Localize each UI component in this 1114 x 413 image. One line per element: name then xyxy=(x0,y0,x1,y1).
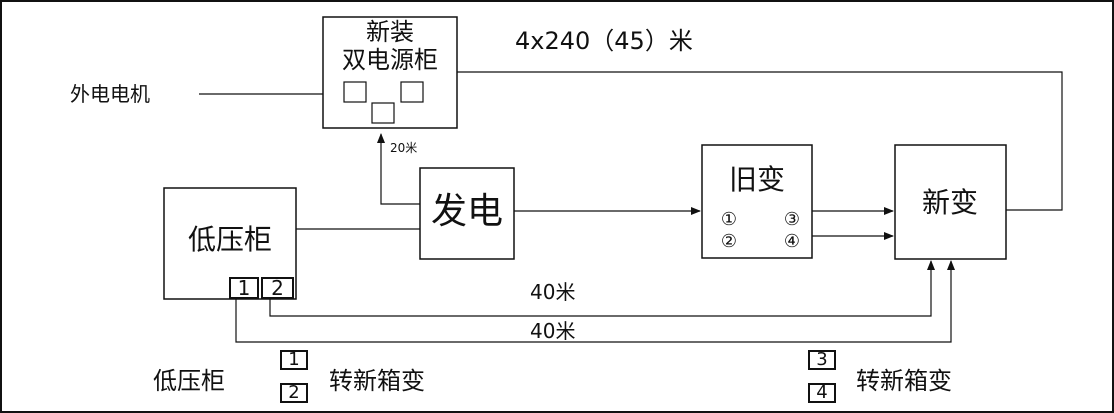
generator-label: 发电 xyxy=(430,191,504,232)
legend-left-prefix: 低压柜 xyxy=(153,367,225,395)
legend-left-num-2: 2 xyxy=(280,383,308,403)
old-port-3: ③ xyxy=(783,209,801,230)
distance-40m-label-a: 40米 xyxy=(530,280,576,304)
port2-to-new-transformer-line xyxy=(269,260,935,317)
legend-right-num-3: 3 xyxy=(808,350,836,370)
old-transformer-label: 旧变 xyxy=(728,163,786,196)
low-voltage-cabinet-box xyxy=(163,187,297,300)
cabinet-title-line2: 双电源柜 xyxy=(342,46,438,74)
cable-4x240-line xyxy=(457,71,1063,211)
cabinet-title-line1: 新装 xyxy=(366,18,414,46)
cabinet-switch-3 xyxy=(400,81,424,103)
new-transformer-box xyxy=(894,144,1007,260)
distance-20m-label: 20米 xyxy=(390,141,418,155)
old-port-1: ① xyxy=(720,209,738,230)
distance-40m-label-b: 40米 xyxy=(530,319,576,343)
old-port-2: ② xyxy=(720,231,738,252)
lv-port-2: 2 xyxy=(261,277,294,299)
external-motor-label: 外电电机 xyxy=(70,82,150,106)
lv-port-1: 1 xyxy=(229,277,259,299)
cable-spec-label: 4x240（45）米 xyxy=(515,27,693,55)
old-transformer-box xyxy=(701,144,813,259)
generator-box xyxy=(419,167,515,260)
cabinet-switch-2 xyxy=(371,102,395,124)
port1-to-new-transformer-line xyxy=(235,260,955,343)
new-transformer-label: 新变 xyxy=(921,186,979,219)
legend-right-suffix: 转新箱变 xyxy=(856,367,952,395)
legend-left-suffix: 转新箱变 xyxy=(329,367,425,395)
low-voltage-cabinet-label: 低压柜 xyxy=(187,223,273,256)
old-port-4: ④ xyxy=(783,231,801,252)
legend-right-num-4: 4 xyxy=(808,383,836,403)
legend-left-num-1: 1 xyxy=(280,350,308,370)
cabinet-switch-1 xyxy=(343,81,367,103)
generator-to-cabinet-line xyxy=(377,133,420,205)
